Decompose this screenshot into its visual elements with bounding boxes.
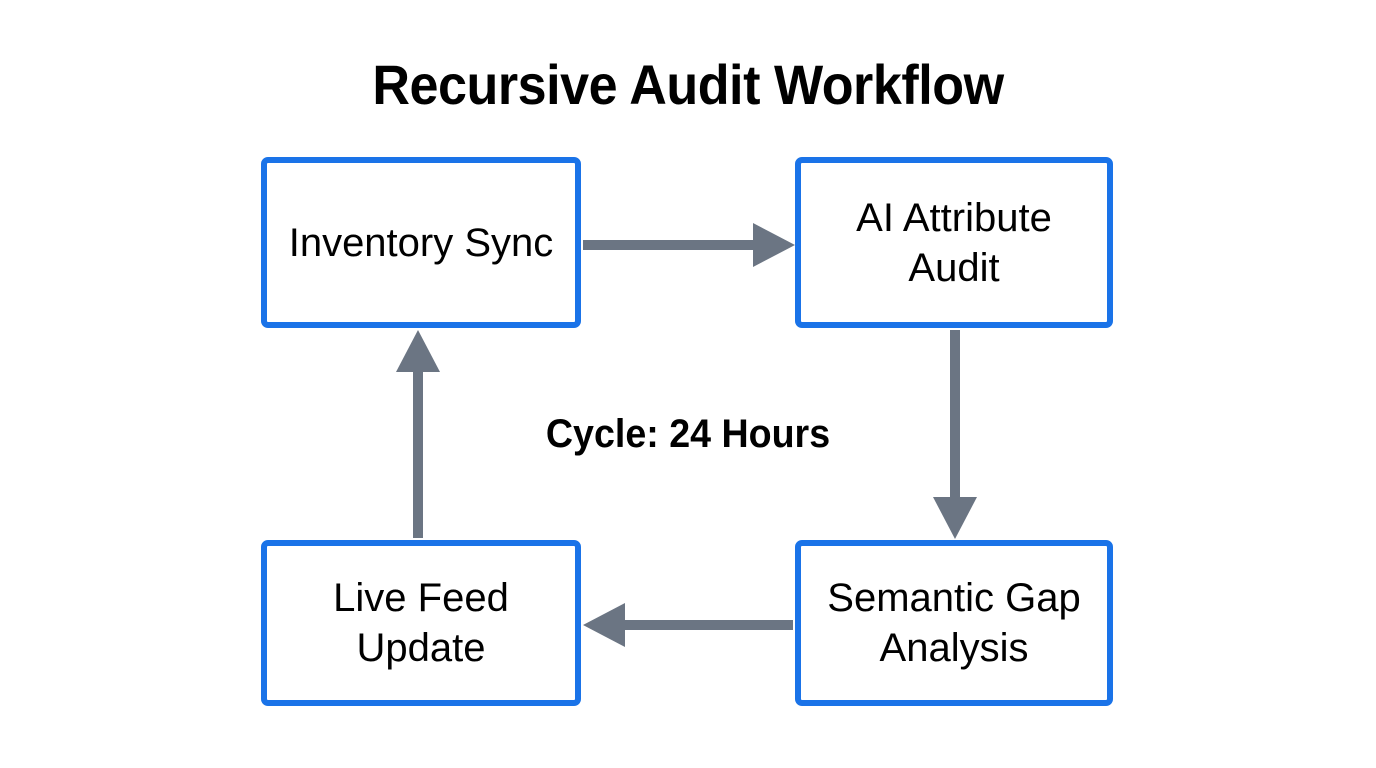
- node-semantic-gap-analysis[interactable]: Semantic Gap Analysis: [795, 540, 1113, 706]
- node-label-live-feed-update: Live Feed Update: [333, 576, 509, 670]
- node-label-ai-attribute-audit: AI Attribute Audit: [856, 195, 1052, 290]
- node-ai-attribute-audit[interactable]: AI Attribute Audit: [795, 157, 1113, 328]
- cycle-caption: Cycle: 24 Hours: [545, 412, 831, 456]
- page-title: Recursive Audit Workflow: [372, 53, 1004, 116]
- node-inventory-sync[interactable]: Inventory Sync: [261, 157, 581, 328]
- edge-inventory-to-audit: [583, 223, 795, 267]
- node-label-semantic-gap-analysis: Semantic Gap Analysis: [827, 576, 1081, 670]
- node-live-feed-update[interactable]: Live Feed Update: [261, 540, 581, 706]
- node-label-inventory-sync: Inventory Sync: [288, 220, 554, 265]
- edge-semantic-to-livefeed: [583, 603, 793, 647]
